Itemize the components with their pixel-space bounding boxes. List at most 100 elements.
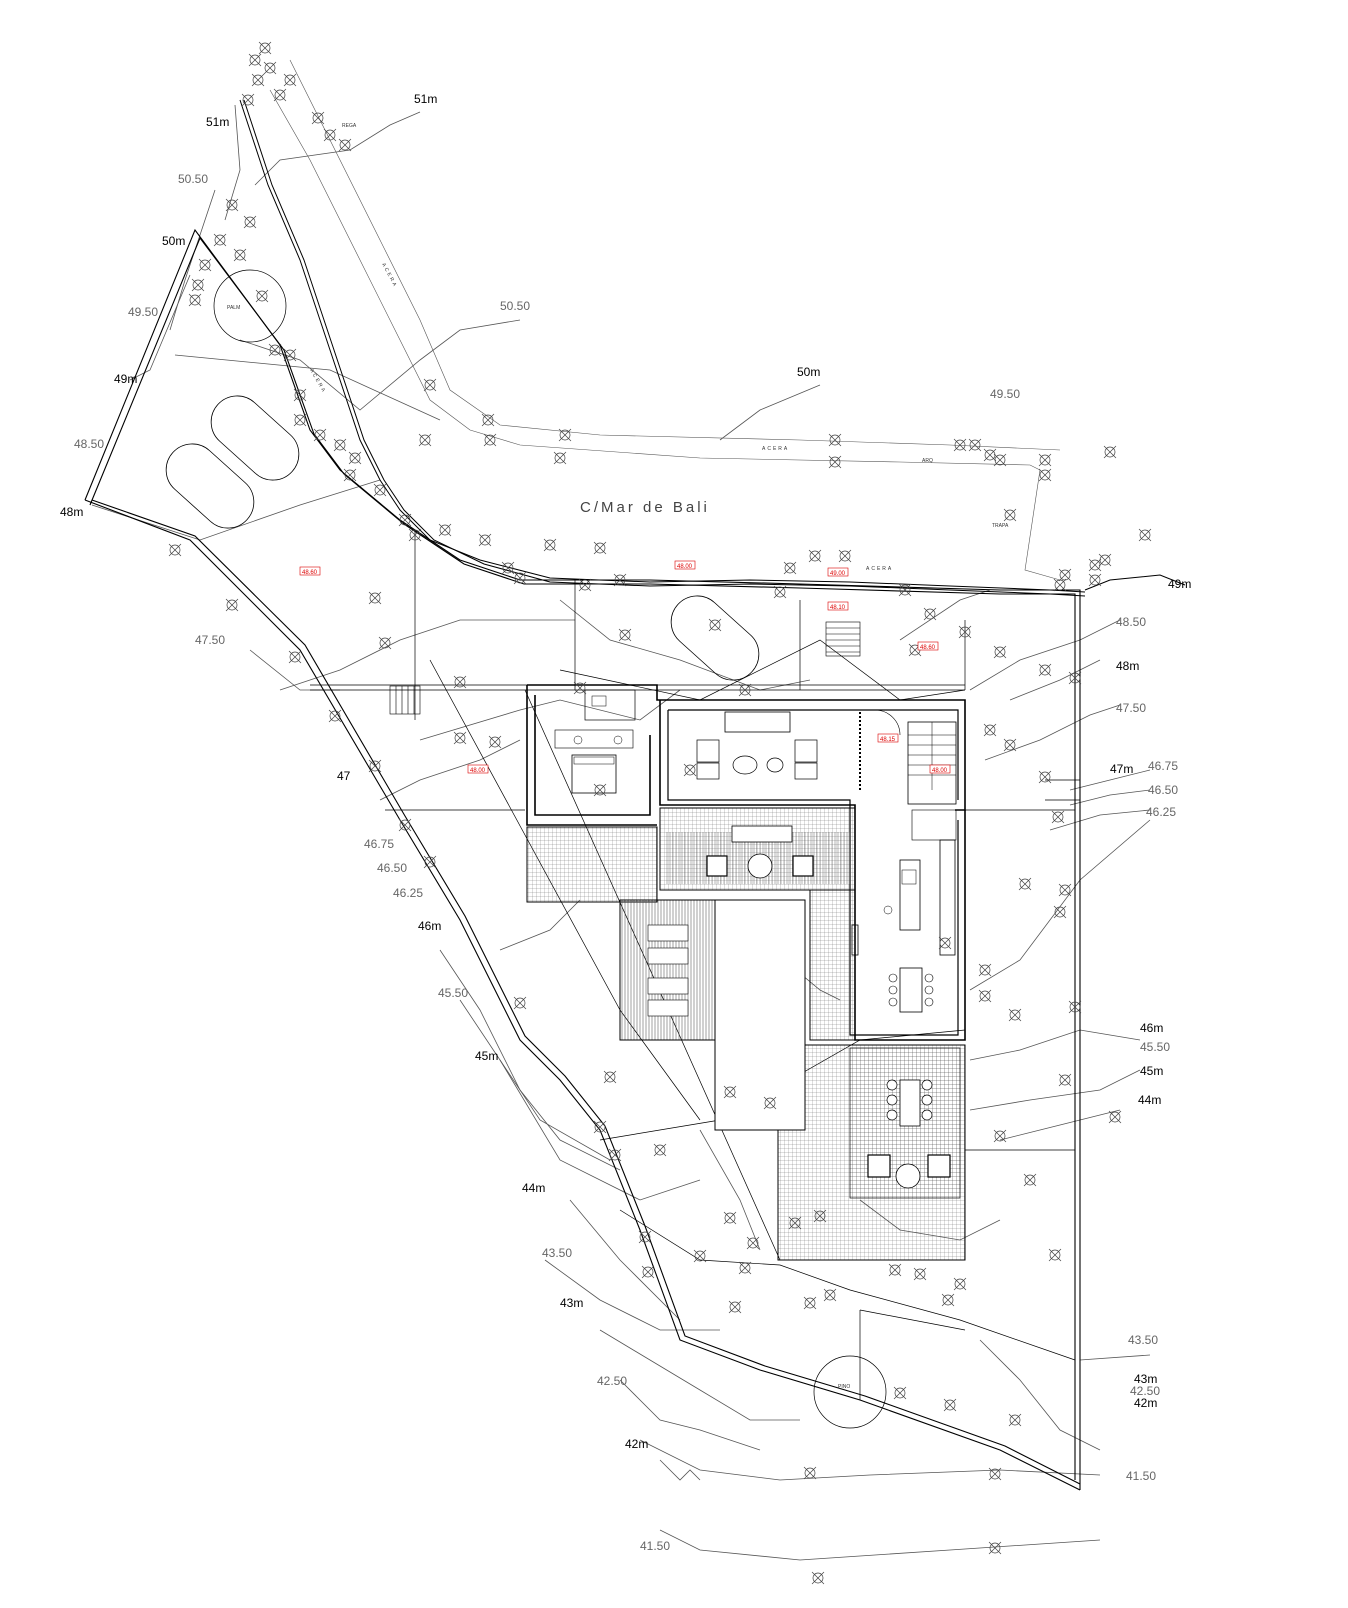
sidewalk-label-3: ACERA (380, 262, 398, 289)
contour-label: 50.50 (178, 172, 208, 186)
contour-label: 46.25 (1146, 805, 1176, 819)
street-name: C/Mar de Bali (580, 499, 710, 516)
contour-label: 41.50 (1126, 1469, 1156, 1483)
survey-point-marker (268, 343, 282, 357)
contour-label: 50m (797, 365, 820, 379)
survey-point-marker (293, 388, 307, 402)
survey-point-marker (638, 1230, 652, 1244)
survey-point-marker (368, 591, 382, 605)
survey-point-marker (1053, 578, 1067, 592)
survey-point-marker (1048, 1248, 1062, 1262)
level-marker: 48.10 (827, 601, 849, 611)
survey-point-marker (708, 618, 722, 632)
survey-point-marker (1058, 883, 1072, 897)
survey-point-marker (1068, 1000, 1082, 1014)
survey-point-marker (603, 1070, 617, 1084)
survey-point-marker (378, 636, 392, 650)
svg-text:48.00: 48.00 (932, 768, 948, 774)
contour-label: 44m (522, 1181, 545, 1195)
survey-point-marker (828, 455, 842, 469)
survey-point-marker (1108, 1110, 1122, 1124)
survey-point-marker (1008, 1008, 1022, 1022)
contour-label: 49.50 (990, 387, 1020, 401)
survey-point-marker (723, 1211, 737, 1225)
contour-label: 46m (1140, 1021, 1163, 1035)
survey-point-marker (593, 783, 607, 797)
survey-point-marker (993, 453, 1007, 467)
contour-label: 45.50 (1140, 1040, 1170, 1054)
survey-point-marker (283, 73, 297, 87)
survey-point-marker (338, 138, 352, 152)
survey-point-marker (953, 1277, 967, 1291)
contour-label: 51m (206, 115, 229, 129)
survey-point-marker (1018, 877, 1032, 891)
survey-point-marker (593, 541, 607, 555)
survey-point-marker (1003, 738, 1017, 752)
contour-label: 46.50 (1148, 783, 1178, 797)
survey-point-marker (553, 451, 567, 465)
contour-label: 48m (60, 505, 83, 519)
survey-point-marker (828, 433, 842, 447)
survey-point-marker (423, 378, 437, 392)
level-marker: 48.60 (299, 566, 321, 576)
contour-label: 45m (475, 1049, 498, 1063)
survey-point-marker (478, 533, 492, 547)
survey-point-marker (1051, 810, 1065, 824)
survey-point-marker (1138, 528, 1152, 542)
survey-point-marker (438, 523, 452, 537)
survey-point-marker (723, 1085, 737, 1099)
contour-label: 43m (1134, 1372, 1157, 1386)
point-label-palm: PALM (227, 305, 240, 311)
survey-point-marker (1038, 453, 1052, 467)
contour-label: 42.50 (1130, 1384, 1160, 1398)
survey-point-marker (398, 513, 412, 527)
sidewalk-label-2: ACERA (866, 566, 893, 572)
contour-label: 47.50 (1116, 701, 1146, 715)
svg-text:48.10: 48.10 (830, 605, 846, 611)
contour-label: 50.50 (500, 299, 530, 313)
survey-point-marker (233, 248, 247, 262)
survey-point-marker (248, 53, 262, 67)
survey-point-marker (558, 428, 572, 442)
survey-point-marker (983, 448, 997, 462)
survey-point-marker (323, 128, 337, 142)
survey-point-marker (1038, 770, 1052, 784)
survey-point-marker (888, 1263, 902, 1277)
survey-point-marker (543, 538, 557, 552)
survey-point-marker (738, 1261, 752, 1275)
survey-point-marker (418, 433, 432, 447)
survey-point-marker (608, 1148, 622, 1162)
survey-point-marker (578, 578, 592, 592)
level-marker: 49.00 (827, 567, 849, 577)
stair-north (825, 621, 861, 657)
survey-point-marker (653, 1143, 667, 1157)
survey-point-marker (453, 675, 467, 689)
contour-label: 46.75 (364, 837, 394, 851)
survey-point-marker (408, 528, 422, 542)
contour-label: 46m (418, 919, 441, 933)
survey-point-marker (1098, 553, 1112, 567)
survey-point-marker (1038, 468, 1052, 482)
survey-point-marker (213, 233, 227, 247)
survey-point-marker (978, 989, 992, 1003)
survey-point-marker (813, 1209, 827, 1223)
survey-point-marker (423, 855, 437, 869)
survey-point-marker (978, 963, 992, 977)
survey-point-marker (483, 433, 497, 447)
contour-label: 45.50 (438, 986, 468, 1000)
level-marker: 48.00 (929, 764, 951, 774)
survey-point-marker (191, 278, 205, 292)
survey-point-marker (513, 571, 527, 585)
survey-point-marker (683, 763, 697, 777)
terraces (526, 807, 966, 1261)
survey-point-marker (993, 1129, 1007, 1143)
survey-point-marker (938, 936, 952, 950)
contour-label: 47 (337, 769, 351, 783)
survey-point-marker (1003, 508, 1017, 522)
survey-point-marker (808, 549, 822, 563)
contour-label: 49.50 (128, 305, 158, 319)
survey-point-marker (501, 561, 515, 575)
contour-labels-minor: 50.50 50.50 49.50 49.50 48.50 48.50 47.5… (74, 172, 1178, 1553)
survey-point-marker (513, 996, 527, 1010)
survey-point-marker (311, 111, 325, 125)
